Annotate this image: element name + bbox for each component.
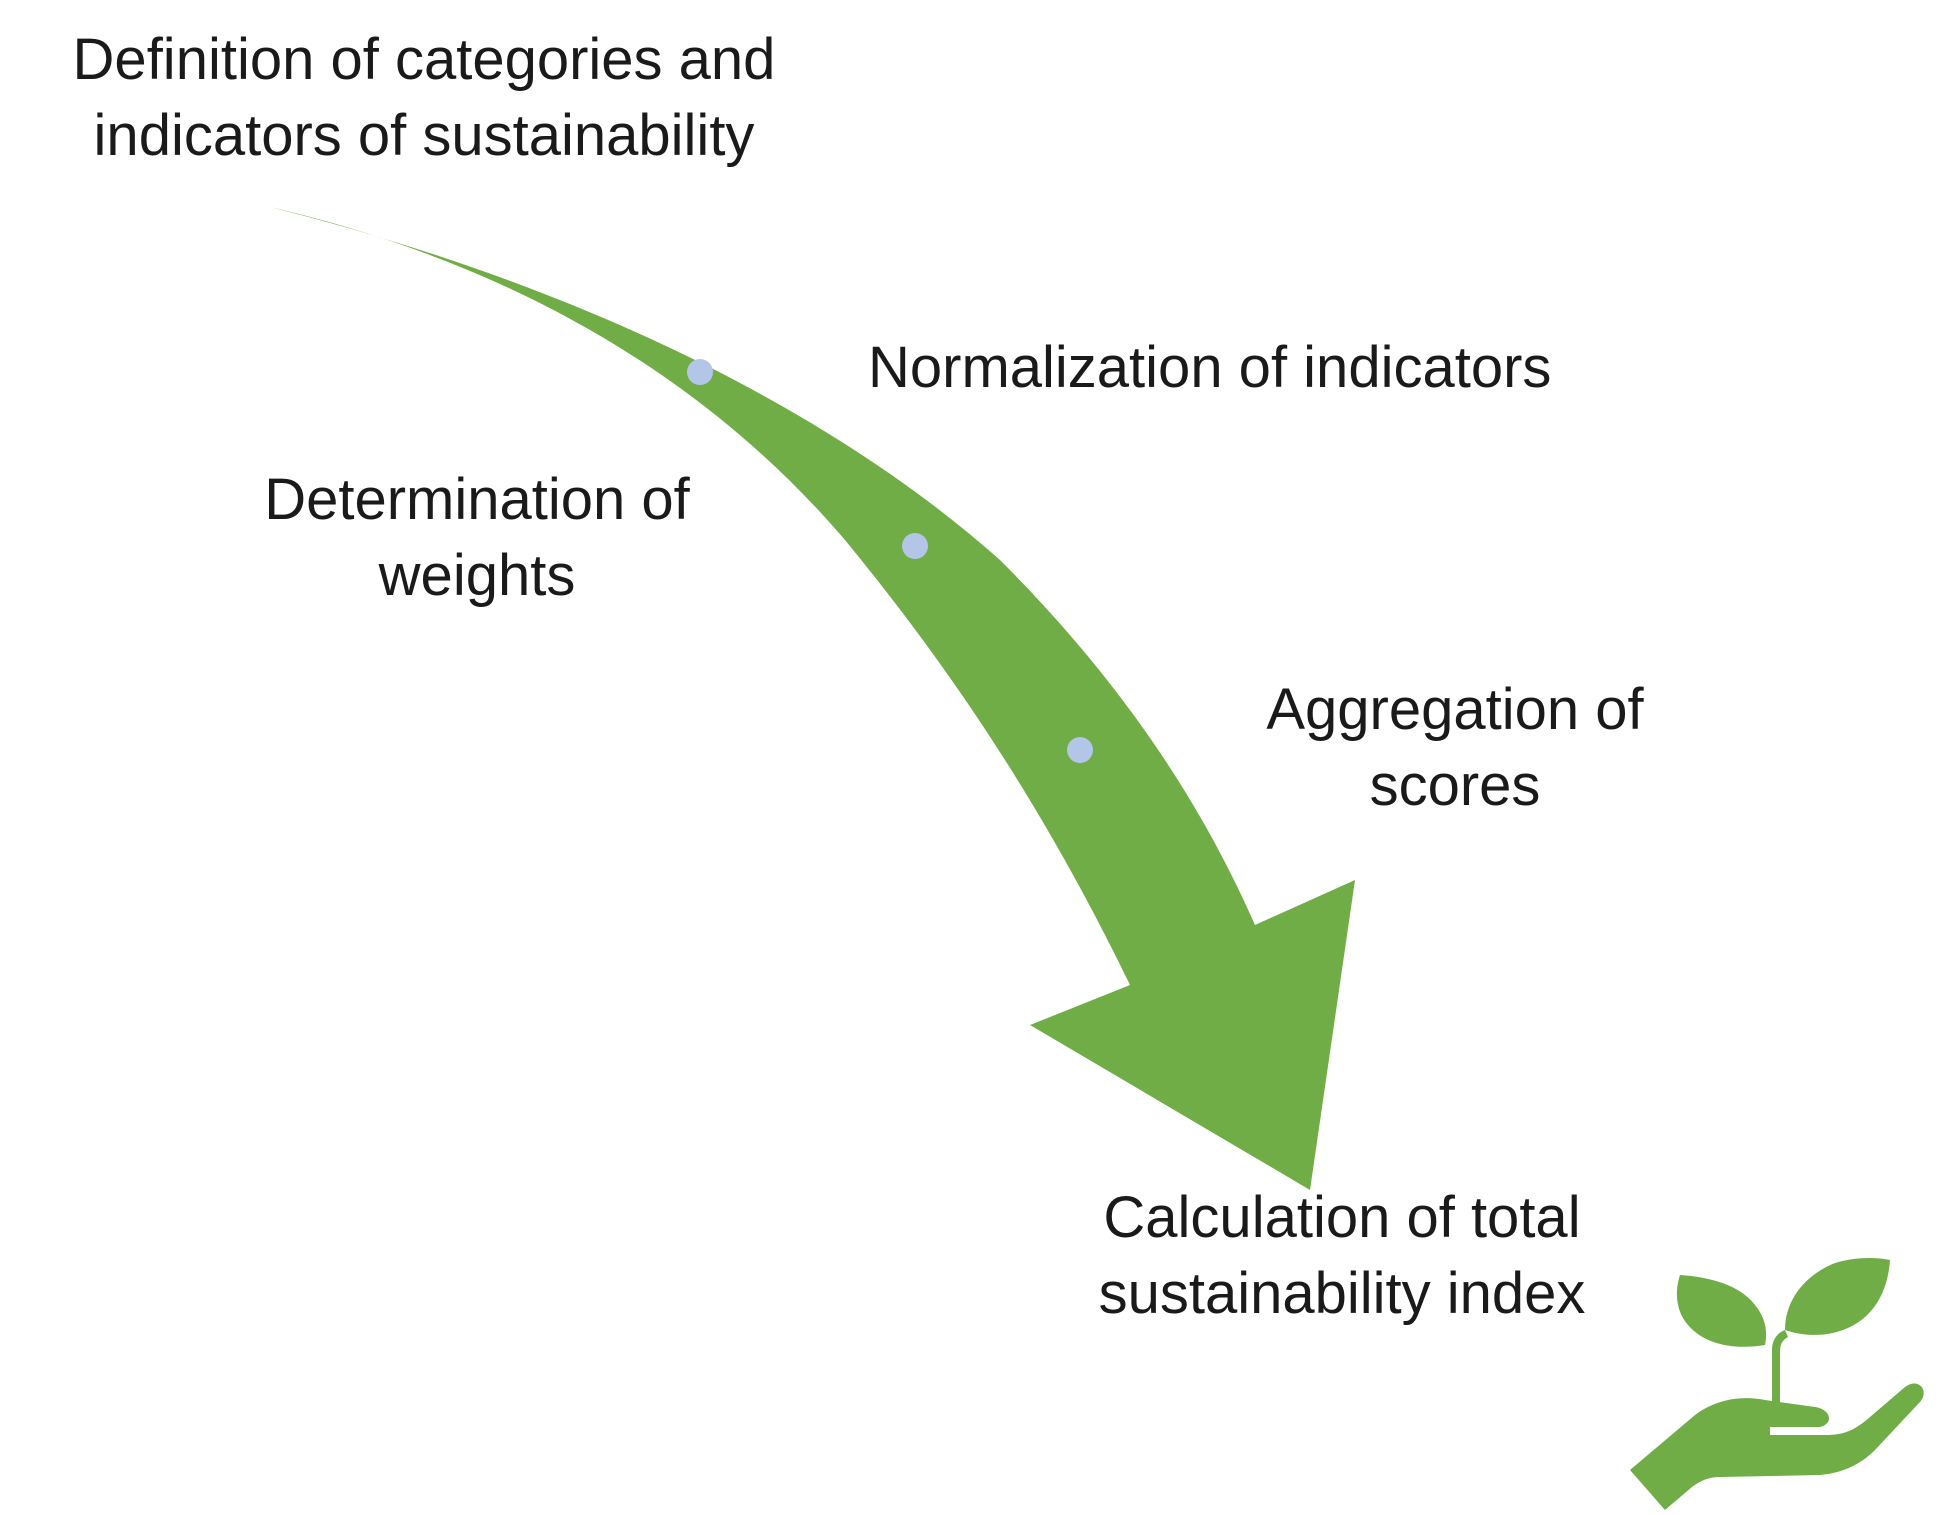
step-label-line: sustainability index xyxy=(1098,1261,1586,1326)
step-label-aggregation: Aggregation of scores xyxy=(1210,672,1700,824)
step-dot xyxy=(687,359,713,385)
step-label-total-index: Calculation of total sustainability inde… xyxy=(1032,1180,1652,1332)
step-label-line: Aggregation of xyxy=(1266,677,1644,742)
curved-arrow-icon xyxy=(270,207,1355,1190)
step-label-line: Normalization of indicators xyxy=(868,335,1552,400)
step-label-line: scores xyxy=(1369,753,1541,818)
step-label-weights: Determination of weights xyxy=(172,462,782,614)
step-label-line: Determination of xyxy=(264,467,690,532)
plant-in-hand-icon xyxy=(1630,1258,1924,1510)
step-dot xyxy=(902,533,928,559)
step-label-line: indicators of sustainability xyxy=(93,103,755,168)
step-dot xyxy=(1067,737,1093,763)
step-label-definition: Definition of categories and indicators … xyxy=(24,22,824,174)
step-label-line: Calculation of total xyxy=(1103,1185,1581,1250)
step-label-line: Definition of categories and xyxy=(72,27,776,92)
step-label-line: weights xyxy=(378,543,576,608)
step-label-normalization: Normalization of indicators xyxy=(868,330,1668,406)
